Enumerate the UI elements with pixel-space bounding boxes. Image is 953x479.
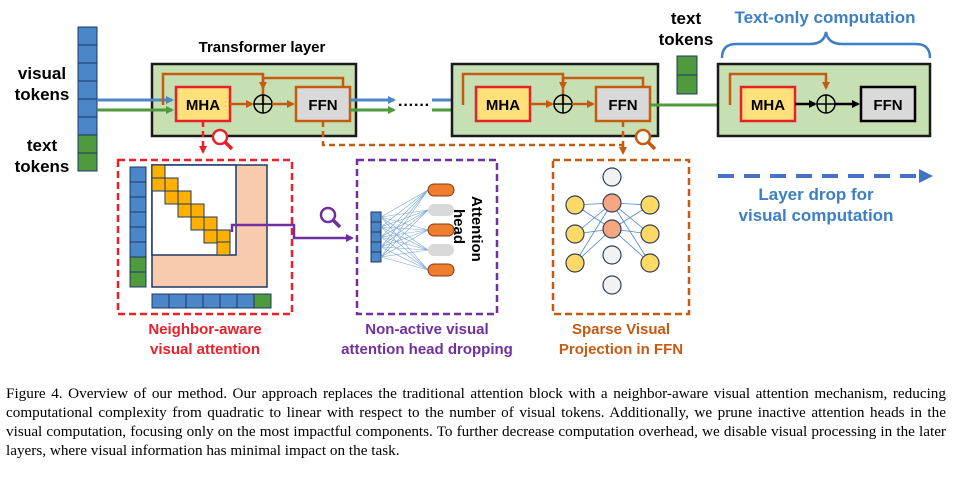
active-head <box>427 183 455 197</box>
attention-token-column <box>129 166 147 288</box>
dropped-head <box>428 204 454 216</box>
attention-token-row <box>151 293 272 309</box>
attention-diagonal-band <box>151 164 231 256</box>
active-head <box>427 223 455 237</box>
visual-token-column <box>77 26 98 136</box>
mha-label-2: MHA <box>486 97 520 114</box>
head-input-tokens <box>370 211 382 263</box>
text-token-stack-right <box>676 55 698 95</box>
head-connections <box>380 189 429 271</box>
sparse-projection-panel <box>551 158 691 316</box>
mha-label-1: MHA <box>186 97 220 114</box>
ffn-to-projection-link <box>321 121 627 155</box>
figure-caption: Figure 4. Overview of our method. Our ap… <box>6 385 946 459</box>
neighbor-attention-panel <box>116 158 294 316</box>
magnifier-icon <box>634 128 657 151</box>
projection-nodes <box>565 167 660 295</box>
text-only-computation-label: Text-only computation <box>734 8 915 27</box>
active-head <box>427 263 455 277</box>
ffn-block-3 <box>859 85 917 123</box>
ffn-label-2: FFN <box>608 97 637 114</box>
attention-to-heads-link <box>230 223 354 242</box>
attention-heads <box>427 183 455 277</box>
mha-label-3: MHA <box>751 97 785 114</box>
ellipsis-dots: ······ <box>398 97 430 114</box>
magnifier-icon <box>211 128 234 151</box>
attention-head-label: Attentionhead <box>450 196 485 262</box>
ffn-block-1 <box>294 85 352 123</box>
head-dropping-panel <box>355 158 499 316</box>
magnifier-icon <box>319 206 342 229</box>
text-token-column <box>77 134 98 172</box>
text-only-brace <box>720 31 932 59</box>
dropped-head <box>428 244 454 256</box>
ffn-label-3: FFN <box>873 97 902 114</box>
mha-block-2 <box>474 85 532 123</box>
ffn-label-1: FFN <box>308 97 337 114</box>
transformer-layer-title: Transformer layer <box>199 39 326 56</box>
